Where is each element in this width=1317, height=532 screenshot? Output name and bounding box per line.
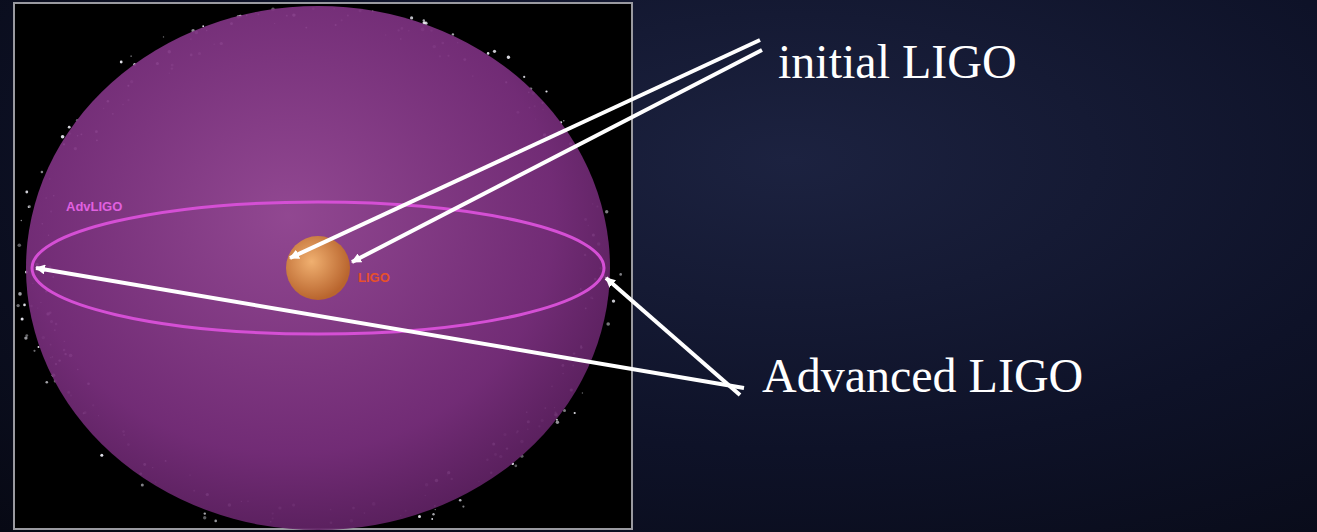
map-label: LIGO <box>358 271 390 284</box>
galaxy-dot <box>612 299 615 302</box>
callout-label: initial LIGO <box>778 38 1017 86</box>
galaxy-dot <box>23 304 26 307</box>
galaxy-dot <box>141 483 144 486</box>
galaxy-dot <box>130 55 131 56</box>
galaxy-dot <box>203 516 206 519</box>
map-label: AdvLIGO <box>66 200 122 213</box>
galaxy-dot <box>33 350 35 352</box>
galaxy-dot <box>21 318 24 321</box>
leader-arrow <box>606 278 740 395</box>
galaxy-dot <box>432 513 434 515</box>
galaxy-dot <box>28 206 30 208</box>
galaxy-dot <box>556 421 559 424</box>
galaxy-dot <box>545 90 547 92</box>
galaxy-dot <box>18 292 22 296</box>
galaxy-dot <box>28 205 31 208</box>
galaxy-dot <box>25 191 28 194</box>
galaxy-dot <box>61 135 65 139</box>
leader-arrow <box>290 40 760 258</box>
galaxy-dot <box>410 16 413 19</box>
galaxy-dot <box>18 244 22 248</box>
galaxy-dot <box>21 220 22 221</box>
galaxy-dot <box>204 512 206 514</box>
galaxy-dot <box>493 50 496 53</box>
galaxy-dot <box>606 322 610 326</box>
galaxy-dot <box>100 454 103 457</box>
galaxy-dot <box>423 19 425 21</box>
galaxy-dot <box>452 33 454 35</box>
galaxy-dot <box>619 273 622 276</box>
galaxy-dot <box>46 381 49 384</box>
galaxy-dot <box>507 56 510 59</box>
galaxy-dot <box>163 36 164 37</box>
galaxy-dot <box>68 126 71 129</box>
galaxy-dot <box>431 518 433 520</box>
leader-arrow <box>352 50 762 262</box>
image-frame <box>14 3 632 529</box>
galaxy-dot <box>487 52 490 55</box>
galaxy-dot <box>120 61 123 64</box>
galaxy-dot <box>582 392 583 393</box>
galaxy-dot <box>202 25 204 27</box>
galaxy-dot <box>459 499 462 502</box>
galaxy-dot <box>462 506 464 508</box>
callout-label: Advanced LIGO <box>762 352 1083 400</box>
galaxy-dot <box>38 346 40 348</box>
galaxy-dot <box>214 520 217 523</box>
galaxy-dot <box>418 515 421 518</box>
advligo-sphere <box>26 6 610 530</box>
galaxy-dot <box>16 304 19 307</box>
galaxy-dot <box>25 334 28 337</box>
leader-arrow <box>36 268 744 388</box>
galaxy-dot <box>41 171 44 174</box>
galaxy-dot <box>435 509 436 510</box>
galaxy-dot <box>605 210 608 213</box>
galaxy-dot <box>574 412 576 414</box>
galaxy-dot <box>523 76 525 78</box>
galaxy-dot <box>563 120 564 121</box>
galaxy-dot <box>514 464 517 467</box>
